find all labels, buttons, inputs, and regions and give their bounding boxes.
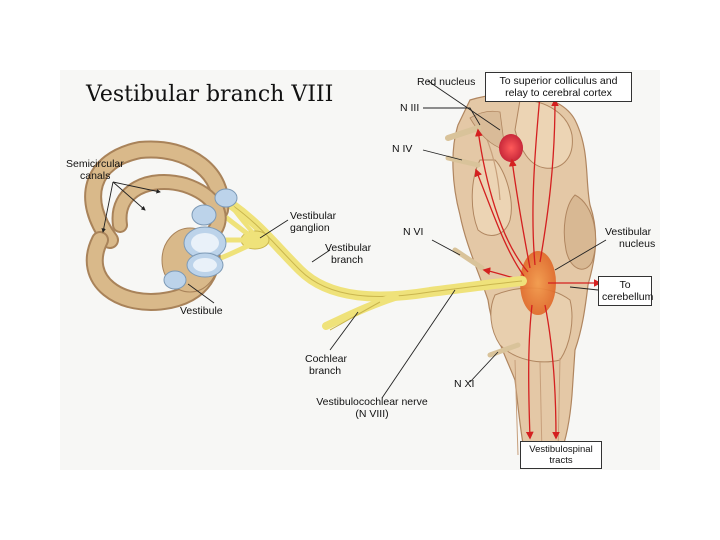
superior-colliculus-line-2: relay to cerebral cortex: [505, 87, 612, 99]
vestibular-branch-label: Vestibular branch: [325, 242, 371, 266]
n-iv-label: N IV: [392, 143, 413, 155]
semicircular-canals-line-2: canals: [80, 170, 111, 182]
cochlear-branch-line-2: branch: [309, 365, 342, 377]
vestibular-tracts: [474, 93, 602, 440]
vestibular-ganglion-line-1: Vestibular: [290, 210, 337, 222]
superior-colliculus-line-1: To superior colliculus and: [499, 75, 618, 87]
vestibular-nucleus-mark: [520, 251, 556, 315]
vestibular-ganglion-line-2: ganglion: [290, 222, 330, 234]
red-nucleus-label: Red nucleus: [417, 76, 476, 88]
vestibulospinal-tracts-line-2: tracts: [549, 455, 573, 466]
vestibular-nucleus-line-1: Vestibular: [605, 226, 652, 238]
vestibular-branch-line-2: branch: [331, 254, 364, 266]
vestibule-label: Vestibule: [180, 305, 223, 317]
semicircular-canals-label: Semicircular canals: [66, 158, 146, 182]
vestibule: [161, 188, 238, 293]
cochlear-branch-line-1: Cochlear: [305, 353, 348, 365]
red-nucleus-mark: [499, 134, 523, 162]
vestibulospinal-tracts-label: Vestibulospinal tracts: [520, 441, 602, 469]
semicircular-canals-line-1: Semicircular: [66, 158, 124, 170]
n-vi-label: N VI: [403, 226, 424, 238]
vestibulospinal-tracts-line-1: Vestibulospinal: [529, 444, 593, 455]
n-iii-label: N III: [400, 102, 420, 114]
n-xi-label: N XI: [454, 378, 475, 390]
to-cerebellum-line-1: To: [619, 279, 631, 291]
vestibular-branch-line-1: Vestibular: [325, 242, 372, 254]
slide-title: Vestibular branch VIII: [86, 82, 334, 107]
to-cerebellum-line-2: cerebellum: [602, 291, 654, 303]
cranial-nerve-stubs: [445, 125, 521, 358]
vestibulocochlear-nerve-line-2: (N VIII): [355, 408, 389, 420]
vestibulocochlear-nerve-label: Vestibulocochlear nerve (N VIII): [312, 396, 432, 420]
cochlear-branch-label: Cochlear branch: [305, 353, 347, 377]
vestibulocochlear-nerve-line-1: Vestibulocochlear nerve: [316, 396, 428, 408]
vestibular-ganglion-label: Vestibular ganglion: [290, 210, 336, 234]
leader-lines: [101, 80, 607, 399]
to-cerebellum-label: To cerebellum: [598, 276, 654, 306]
vestibular-nucleus-label: Vestibular nucleus: [605, 226, 655, 250]
superior-colliculus-label: To superior colliculus and relay to cere…: [485, 72, 632, 102]
vestibular-nucleus-line-2: nucleus: [619, 238, 656, 250]
